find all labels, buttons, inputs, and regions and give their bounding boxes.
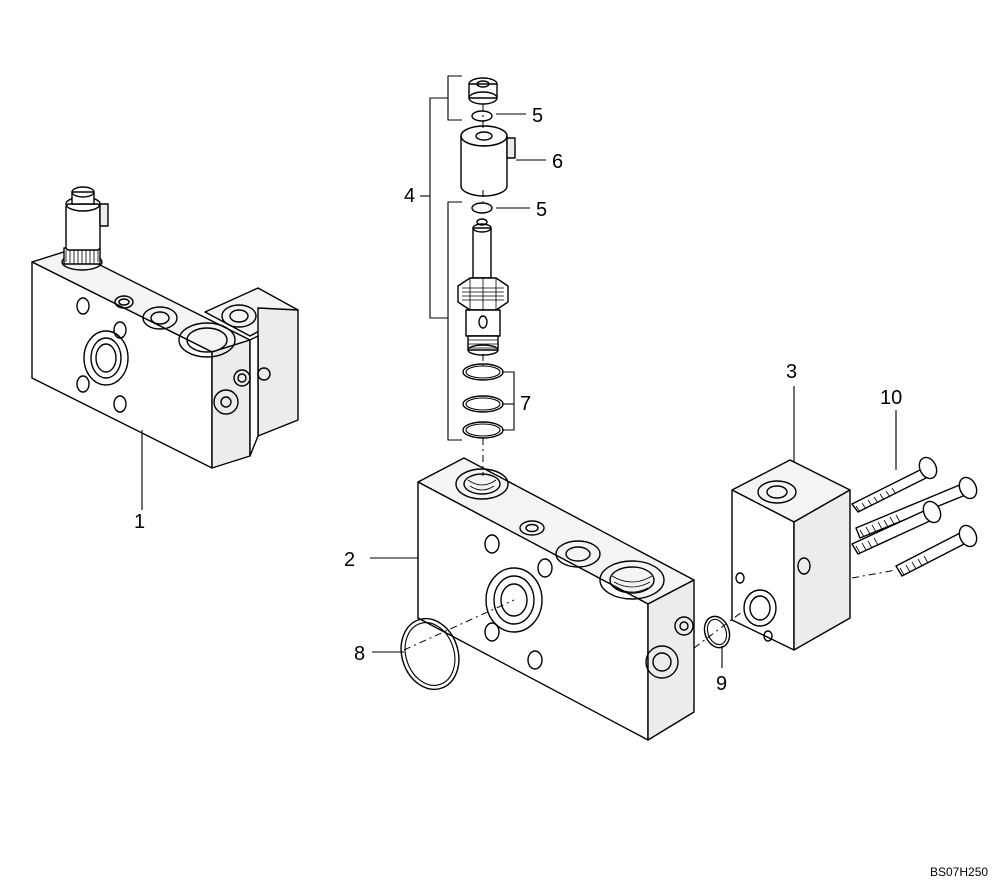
callout-8: 8 (354, 643, 365, 665)
bolt (895, 524, 978, 577)
assembly-center-lines (403, 104, 897, 651)
part-3-end-block (731, 459, 851, 651)
leader-lines (141, 75, 897, 668)
callout-5-lower: 5 (536, 199, 547, 221)
part-10-bolts (851, 456, 978, 577)
bolt (851, 500, 942, 555)
callout-9: 9 (716, 673, 727, 695)
part-9-o-ring (703, 615, 731, 649)
callout-7: 7 (520, 393, 531, 415)
callout-2: 2 (344, 549, 355, 571)
callout-5-upper: 5 (532, 105, 543, 127)
part-2-valve-block (417, 457, 695, 741)
callout-3: 3 (786, 361, 797, 383)
part-7-o-rings (462, 363, 504, 439)
bolt (851, 456, 938, 513)
drawing-reference-code: BS07H250 (930, 865, 988, 879)
part-8-o-ring (400, 617, 460, 691)
callout-10: 10 (880, 387, 902, 409)
callout-labels: 1 2 3 4 5 5 6 7 8 9 10 BS07H250 (134, 105, 988, 879)
callout-1: 1 (134, 511, 145, 533)
part-4-cartridge-assembly (457, 77, 516, 356)
bolt (855, 476, 978, 539)
part-1-assembled-valve-block (31, 186, 299, 469)
callout-6: 6 (552, 151, 563, 173)
callout-4: 4 (404, 185, 415, 207)
